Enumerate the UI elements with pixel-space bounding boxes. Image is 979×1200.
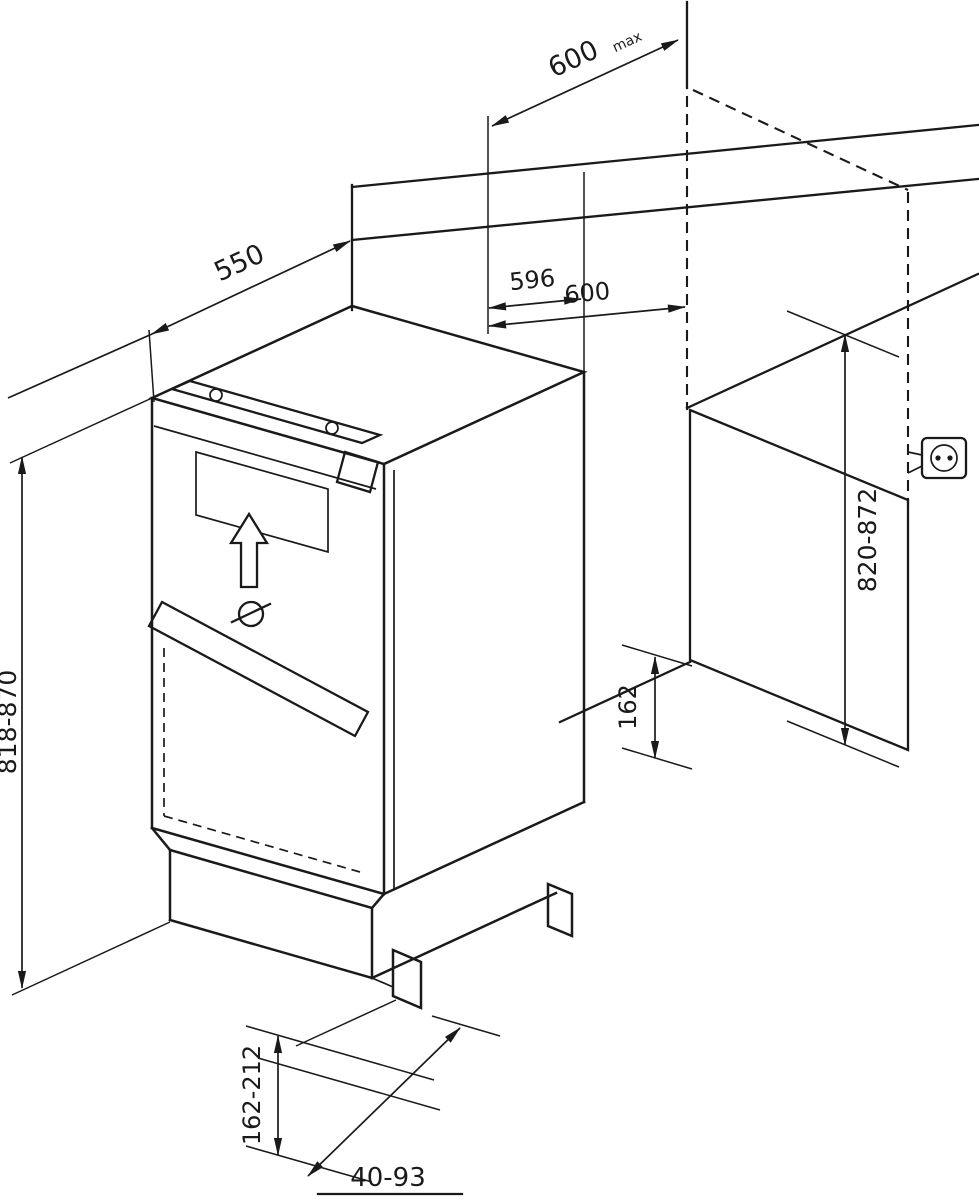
dimension-plinth-height: 162-212 bbox=[238, 999, 435, 1183]
door-hidden-bottom bbox=[163, 815, 361, 873]
bracket-screw-hole-icon bbox=[209, 388, 223, 402]
socket-pin-hole bbox=[935, 455, 941, 461]
ventilation-grille bbox=[147, 600, 370, 738]
appliance bbox=[147, 304, 588, 1010]
front-foot bbox=[391, 948, 423, 1010]
dimension-label-550: 550 bbox=[210, 238, 270, 288]
socket-lead bbox=[907, 451, 923, 456]
dimension-rear-recess: 162 bbox=[614, 644, 693, 770]
base-connector bbox=[370, 892, 386, 910]
left-wall-edge bbox=[7, 333, 153, 399]
socket-well bbox=[930, 444, 958, 472]
dimension-plinth-depth: 40-93 bbox=[257, 1015, 501, 1196]
dimensions: 600 max 550 596 600 820-872 bbox=[0, 29, 900, 1196]
dimension-line bbox=[488, 304, 686, 329]
rear-top-hidden bbox=[692, 89, 909, 191]
dimension-label-162: 162 bbox=[614, 684, 642, 730]
bracket-screw-hole-icon bbox=[325, 421, 339, 435]
dimension-label-max-suffix: max bbox=[610, 29, 644, 56]
up-arrow-icon bbox=[228, 511, 270, 589]
base-bottom bbox=[168, 918, 374, 980]
worktop-top-edge bbox=[350, 123, 979, 189]
dimension-label-600-max: 600 bbox=[544, 34, 604, 84]
extension-line bbox=[786, 720, 900, 768]
dimension-appliance-height: 818-870 bbox=[0, 397, 171, 996]
socket-pin-hole bbox=[947, 455, 953, 461]
extension-line bbox=[245, 1025, 435, 1081]
extension-line bbox=[9, 397, 153, 464]
base-connector bbox=[150, 826, 172, 852]
dimension-line bbox=[491, 39, 679, 127]
base-top bbox=[168, 848, 374, 910]
rear-foot bbox=[546, 882, 574, 938]
worktop-bottom-edge bbox=[350, 177, 979, 242]
extension-line bbox=[431, 1015, 501, 1037]
door-bottom-edge bbox=[150, 826, 386, 896]
extension-line bbox=[11, 921, 171, 996]
extension-line bbox=[148, 329, 155, 403]
dimension-appliance-width: 596 bbox=[488, 172, 585, 372]
dimension-label-818-870: 818-870 bbox=[0, 670, 22, 774]
door-template bbox=[195, 450, 329, 554]
base-side-bottom bbox=[370, 891, 558, 980]
extension-line bbox=[295, 999, 397, 1047]
side-bottom-edge bbox=[382, 800, 586, 896]
side-panel bbox=[688, 408, 910, 752]
dimension-label-596: 596 bbox=[508, 264, 556, 296]
dimension-niche-width: 600 bbox=[488, 277, 686, 329]
power-socket-icon bbox=[907, 436, 968, 480]
dimension-label-600: 600 bbox=[563, 277, 611, 309]
socket-lead bbox=[907, 465, 923, 474]
extension-line bbox=[621, 644, 693, 667]
screw-slot bbox=[230, 602, 272, 624]
extension-line bbox=[621, 747, 693, 770]
dimension-label-40-93: 40-93 bbox=[350, 1163, 426, 1193]
wall-base-edge bbox=[685, 272, 979, 410]
mounting-bracket bbox=[168, 379, 384, 445]
niche-structure bbox=[7, 0, 979, 752]
dimension-line bbox=[151, 240, 351, 335]
extension-line bbox=[257, 1057, 441, 1111]
fixing-clamp bbox=[335, 450, 380, 494]
floor-edge bbox=[558, 660, 692, 724]
socket-plate bbox=[920, 436, 968, 480]
dimension-label-162-212: 162-212 bbox=[238, 1045, 266, 1145]
dimension-label-820-872: 820-872 bbox=[853, 488, 882, 592]
foot-connector bbox=[371, 977, 394, 988]
dimension-niche-height: 820-872 bbox=[786, 310, 900, 768]
dimension-line bbox=[307, 1027, 461, 1177]
